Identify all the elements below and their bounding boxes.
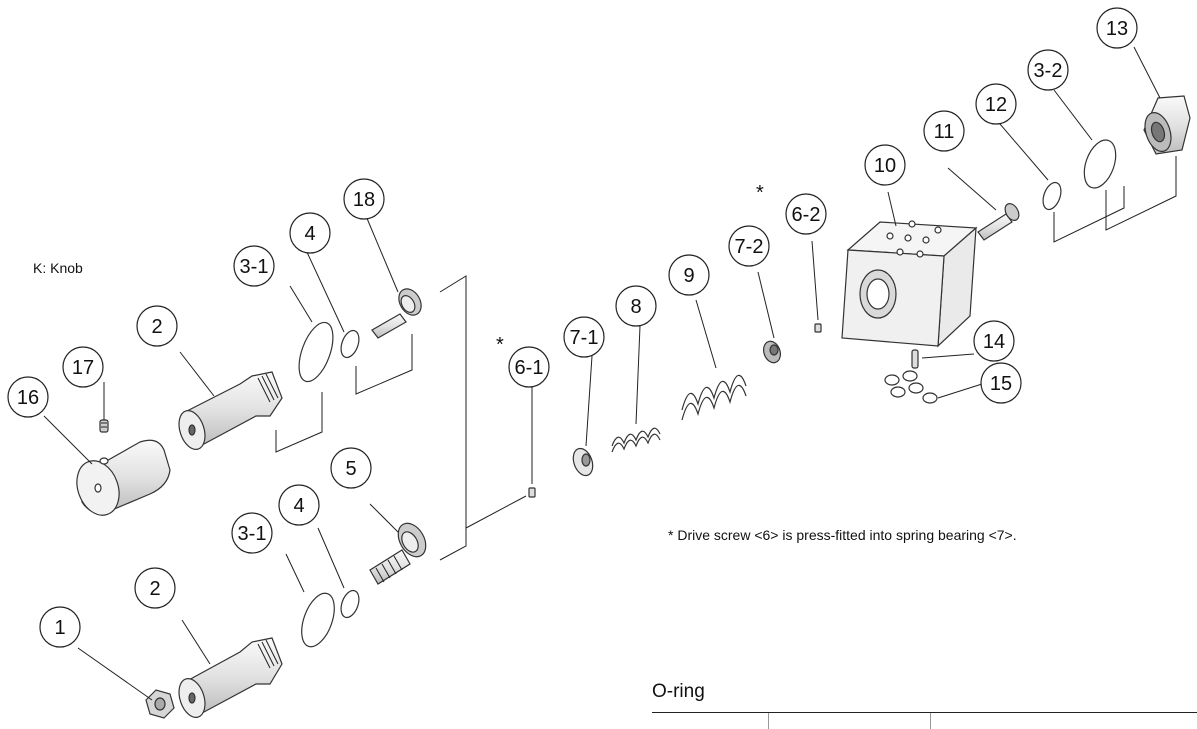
- drive-screw-note: * Drive screw <6> is press-fitted into s…: [668, 527, 1017, 543]
- svg-text:1: 1: [54, 617, 65, 639]
- part-body-upper: [178, 371, 283, 450]
- part-oring-4-upper: [340, 329, 360, 359]
- callout-3-2: 3-2: [1027, 49, 1069, 91]
- part-valve-body-block: [841, 220, 978, 348]
- part-body-lower: [178, 637, 283, 718]
- callout-14: 14: [973, 320, 1015, 362]
- part-drive-screw-6-2: [814, 323, 822, 333]
- oring-table-divider: [768, 713, 769, 729]
- part-oring-12: [1042, 181, 1062, 211]
- part-pin-14: [911, 349, 919, 369]
- svg-text:5: 5: [345, 458, 356, 480]
- svg-text:4: 4: [304, 223, 315, 245]
- part-knob: [76, 439, 171, 516]
- part-spring-bearing-7-1: [572, 447, 594, 477]
- part-oring-3-2: [1083, 139, 1117, 189]
- callout-15: 15: [980, 362, 1022, 404]
- callout-4-upper: 4: [289, 212, 331, 254]
- oring-table-divider: [930, 713, 931, 729]
- callout-4-lower: 4: [278, 484, 320, 526]
- svg-text:8: 8: [630, 296, 641, 318]
- assembly-lines: [43, 46, 1177, 701]
- callout-6-2: 6-2: [785, 193, 827, 235]
- asterisk-6-1: *: [496, 334, 504, 356]
- svg-text:13: 13: [1106, 18, 1128, 40]
- callout-7-1: 7-1: [563, 316, 605, 358]
- part-oring-3-1-upper: [298, 321, 334, 383]
- svg-text:17: 17: [72, 357, 94, 379]
- part-pin-11: [977, 203, 1020, 241]
- part-adjusting-screw-18: [371, 288, 422, 339]
- svg-text:18: 18: [353, 189, 375, 211]
- svg-text:14: 14: [983, 331, 1005, 353]
- callout-13: 13: [1096, 7, 1138, 49]
- callout-1: 1: [39, 606, 81, 648]
- oring-table: [652, 712, 1197, 729]
- part-small-spring-8: [611, 427, 661, 453]
- callout-11: 11: [923, 110, 965, 152]
- part-small-orings-15: [884, 370, 938, 404]
- svg-text:2: 2: [151, 316, 162, 338]
- callout-18: 18: [343, 178, 385, 220]
- callout-8: 8: [615, 285, 657, 327]
- svg-text:11: 11: [934, 121, 955, 143]
- part-large-spring-9: [681, 374, 747, 421]
- oring-table-title: O-ring: [652, 681, 705, 702]
- part-oring-4-lower: [340, 589, 360, 619]
- callout-7-2: 7-2: [728, 225, 770, 267]
- callout-17: 17: [62, 346, 104, 388]
- svg-text:3-1: 3-1: [238, 523, 267, 545]
- svg-text:3-1: 3-1: [240, 256, 269, 278]
- callout-10: 10: [864, 144, 906, 186]
- callout-3-1-lower: 3-1: [231, 512, 273, 554]
- svg-text:9: 9: [683, 265, 694, 287]
- callout-3-1-upper: 3-1: [233, 245, 275, 287]
- svg-text:12: 12: [985, 94, 1007, 116]
- svg-text:3-2: 3-2: [1034, 60, 1063, 82]
- svg-text:4: 4: [293, 495, 304, 517]
- part-set-screw: [99, 419, 109, 433]
- asterisk-6-2: *: [756, 182, 764, 204]
- part-nut: [145, 689, 175, 719]
- svg-text:6-2: 6-2: [792, 204, 821, 226]
- callout-12: 12: [975, 83, 1017, 125]
- part-drive-screw-6-1: [528, 487, 536, 498]
- svg-text:7-1: 7-1: [570, 327, 599, 349]
- part-plug-13: [1143, 95, 1191, 155]
- part-adjusting-screw-5: [369, 522, 427, 585]
- callout-16: 16: [7, 376, 49, 418]
- callout-9: 9: [668, 254, 710, 296]
- svg-text:10: 10: [874, 155, 896, 177]
- callout-2-upper: 2: [136, 305, 178, 347]
- svg-text:2: 2: [149, 578, 160, 600]
- svg-text:16: 16: [17, 387, 39, 409]
- callout-6-1: 6-1: [508, 346, 550, 388]
- svg-text:6-1: 6-1: [515, 357, 544, 379]
- svg-text:15: 15: [990, 373, 1012, 395]
- part-oring-3-1-lower: [301, 592, 335, 648]
- part-spring-bearing-7-2: [762, 340, 782, 364]
- callout-2-lower: 2: [134, 567, 176, 609]
- callout-5: 5: [330, 447, 372, 489]
- svg-text:7-2: 7-2: [735, 236, 764, 258]
- knob-note: K: Knob: [33, 260, 83, 276]
